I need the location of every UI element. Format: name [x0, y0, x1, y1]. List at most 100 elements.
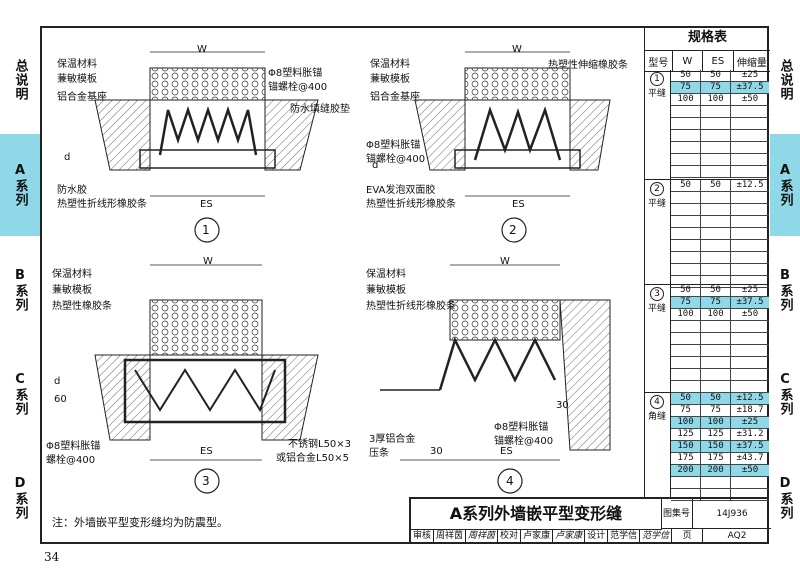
- tab-c-series[interactable]: C系列: [12, 372, 28, 416]
- spec-cell: 50: [671, 180, 701, 191]
- spec-cell: 50: [671, 285, 701, 296]
- spec-cell: 100: [701, 309, 731, 320]
- detail-4-label: 蒹敏模板: [366, 285, 406, 296]
- spec-cell: 100: [671, 309, 701, 320]
- spec-cell: ±31.2: [736, 429, 764, 439]
- detail-2-label: 锚螺栓@400: [366, 154, 426, 165]
- spec-row-empty: [671, 381, 769, 393]
- detail-1-label: 防水填缝胶垫: [290, 104, 350, 115]
- group-number: 1: [650, 72, 664, 86]
- spec-cell: 100: [701, 417, 731, 428]
- detail-3-number: 3: [202, 474, 210, 488]
- detail-1-label: 热塑性折线形橡胶条: [57, 199, 147, 210]
- spec-row-empty: [671, 166, 769, 178]
- tab-d-series[interactable]: D系列: [12, 476, 28, 520]
- page-number: 34: [44, 550, 60, 564]
- detail-2-label: 铝合金基座: [370, 92, 420, 103]
- spec-cell: 50: [701, 180, 731, 191]
- spec-cell: 175: [701, 453, 731, 464]
- title-block: A系列外墙嵌平型变形缝 图集号 14J936 审核 周祥茵 周祥茵 校对 卢家康…: [409, 497, 771, 544]
- spec-cell: 200: [701, 465, 731, 476]
- detail-2-dim-w: W: [512, 44, 522, 55]
- group-type: 角缝: [647, 412, 666, 422]
- tab-d-series-right[interactable]: D系列: [777, 476, 793, 520]
- detail-1-dim-d: d: [64, 152, 71, 163]
- atlas-label: 图集号: [661, 499, 693, 529]
- spec-row-empty: [671, 118, 769, 130]
- page-code: AQ2: [727, 531, 747, 541]
- spec-cell: ±37.5: [736, 82, 764, 92]
- page-label: 页: [672, 529, 704, 544]
- detail-2-drawing: [414, 51, 611, 243]
- detail-1-dim-w: W: [197, 44, 207, 55]
- spec-cell: 125: [671, 429, 701, 440]
- detail-1-label: 铝合金基座: [57, 92, 107, 103]
- spec-row-empty: [671, 252, 769, 264]
- spec-cell: 75: [701, 405, 731, 416]
- sign-cell: 审核: [411, 529, 435, 544]
- detail-1-label: 防水胶: [57, 185, 87, 196]
- spec-row-empty: [671, 130, 769, 142]
- spec-row-empty: [671, 489, 769, 501]
- spec-row-empty: [671, 477, 769, 489]
- spec-cell: 75: [671, 82, 701, 93]
- tab-general-notes-right[interactable]: 总说明: [777, 59, 793, 101]
- signature: 卢家康: [553, 529, 586, 544]
- spec-table-header: 型号 W ES 伸缩量: [645, 51, 770, 72]
- detail-4-label: 压条: [369, 448, 389, 459]
- drawing-title: A系列外墙嵌平型变形缝: [411, 499, 662, 530]
- detail-4-label: 3厚铝合金: [369, 434, 416, 445]
- drawing-frame: [40, 26, 769, 544]
- tab-c-series-right[interactable]: C系列: [777, 372, 793, 416]
- drawing-note: 注：外墙嵌平型变形缝均为防震型。: [52, 516, 228, 529]
- spec-row-empty: [671, 228, 769, 240]
- header-cell: 伸缩量: [733, 51, 770, 72]
- detail-4-label: 保温材料: [366, 269, 406, 280]
- spec-cell: ±25: [741, 285, 759, 295]
- spec-cell: ±50: [741, 94, 759, 104]
- detail-2-dim-d: d: [372, 160, 379, 171]
- spec-cell: 75: [671, 405, 701, 416]
- detail-2-label: 保温材料: [370, 59, 410, 70]
- tab-b-series-right[interactable]: B系列: [777, 268, 793, 312]
- tab-a-series-right[interactable]: A系列: [770, 134, 800, 236]
- spec-cell: ±25: [741, 417, 759, 427]
- detail-4-dim-w: W: [500, 256, 510, 267]
- spec-cell: 75: [671, 297, 701, 308]
- atlas-number: 14J936: [693, 499, 771, 529]
- detail-3-drawing: [94, 264, 319, 494]
- spec-cell: 75: [701, 82, 731, 93]
- detail-3-label: 热塑性橡胶条: [52, 301, 112, 312]
- spec-row-empty: [671, 142, 769, 154]
- detail-2-label: 热塑性伸缩橡胶条: [548, 60, 628, 71]
- tab-a-series[interactable]: A系列: [0, 134, 40, 236]
- tab-general-notes[interactable]: 总说明: [12, 59, 28, 101]
- tab-b-series[interactable]: B系列: [12, 268, 28, 312]
- sign-cell: 范学信: [608, 529, 641, 544]
- detail-3-dim-es: ES: [200, 446, 213, 457]
- spec-cell: 150: [671, 441, 701, 452]
- group-type: 平缝: [647, 199, 666, 209]
- spec-row-empty: [671, 345, 769, 357]
- detail-2-dim-es: ES: [512, 199, 525, 210]
- detail-3-label: 不锈钢L50×3: [288, 439, 352, 450]
- detail-1-label: 蒹敏模板: [57, 74, 97, 85]
- detail-3-dim-60: 60: [54, 394, 67, 405]
- spec-cell: 50: [701, 393, 731, 404]
- detail-1-label: 保温材料: [57, 59, 97, 70]
- spec-row-empty: [671, 216, 769, 228]
- detail-4-drawing: [380, 264, 611, 494]
- detail-3-dim-w: W: [203, 256, 213, 267]
